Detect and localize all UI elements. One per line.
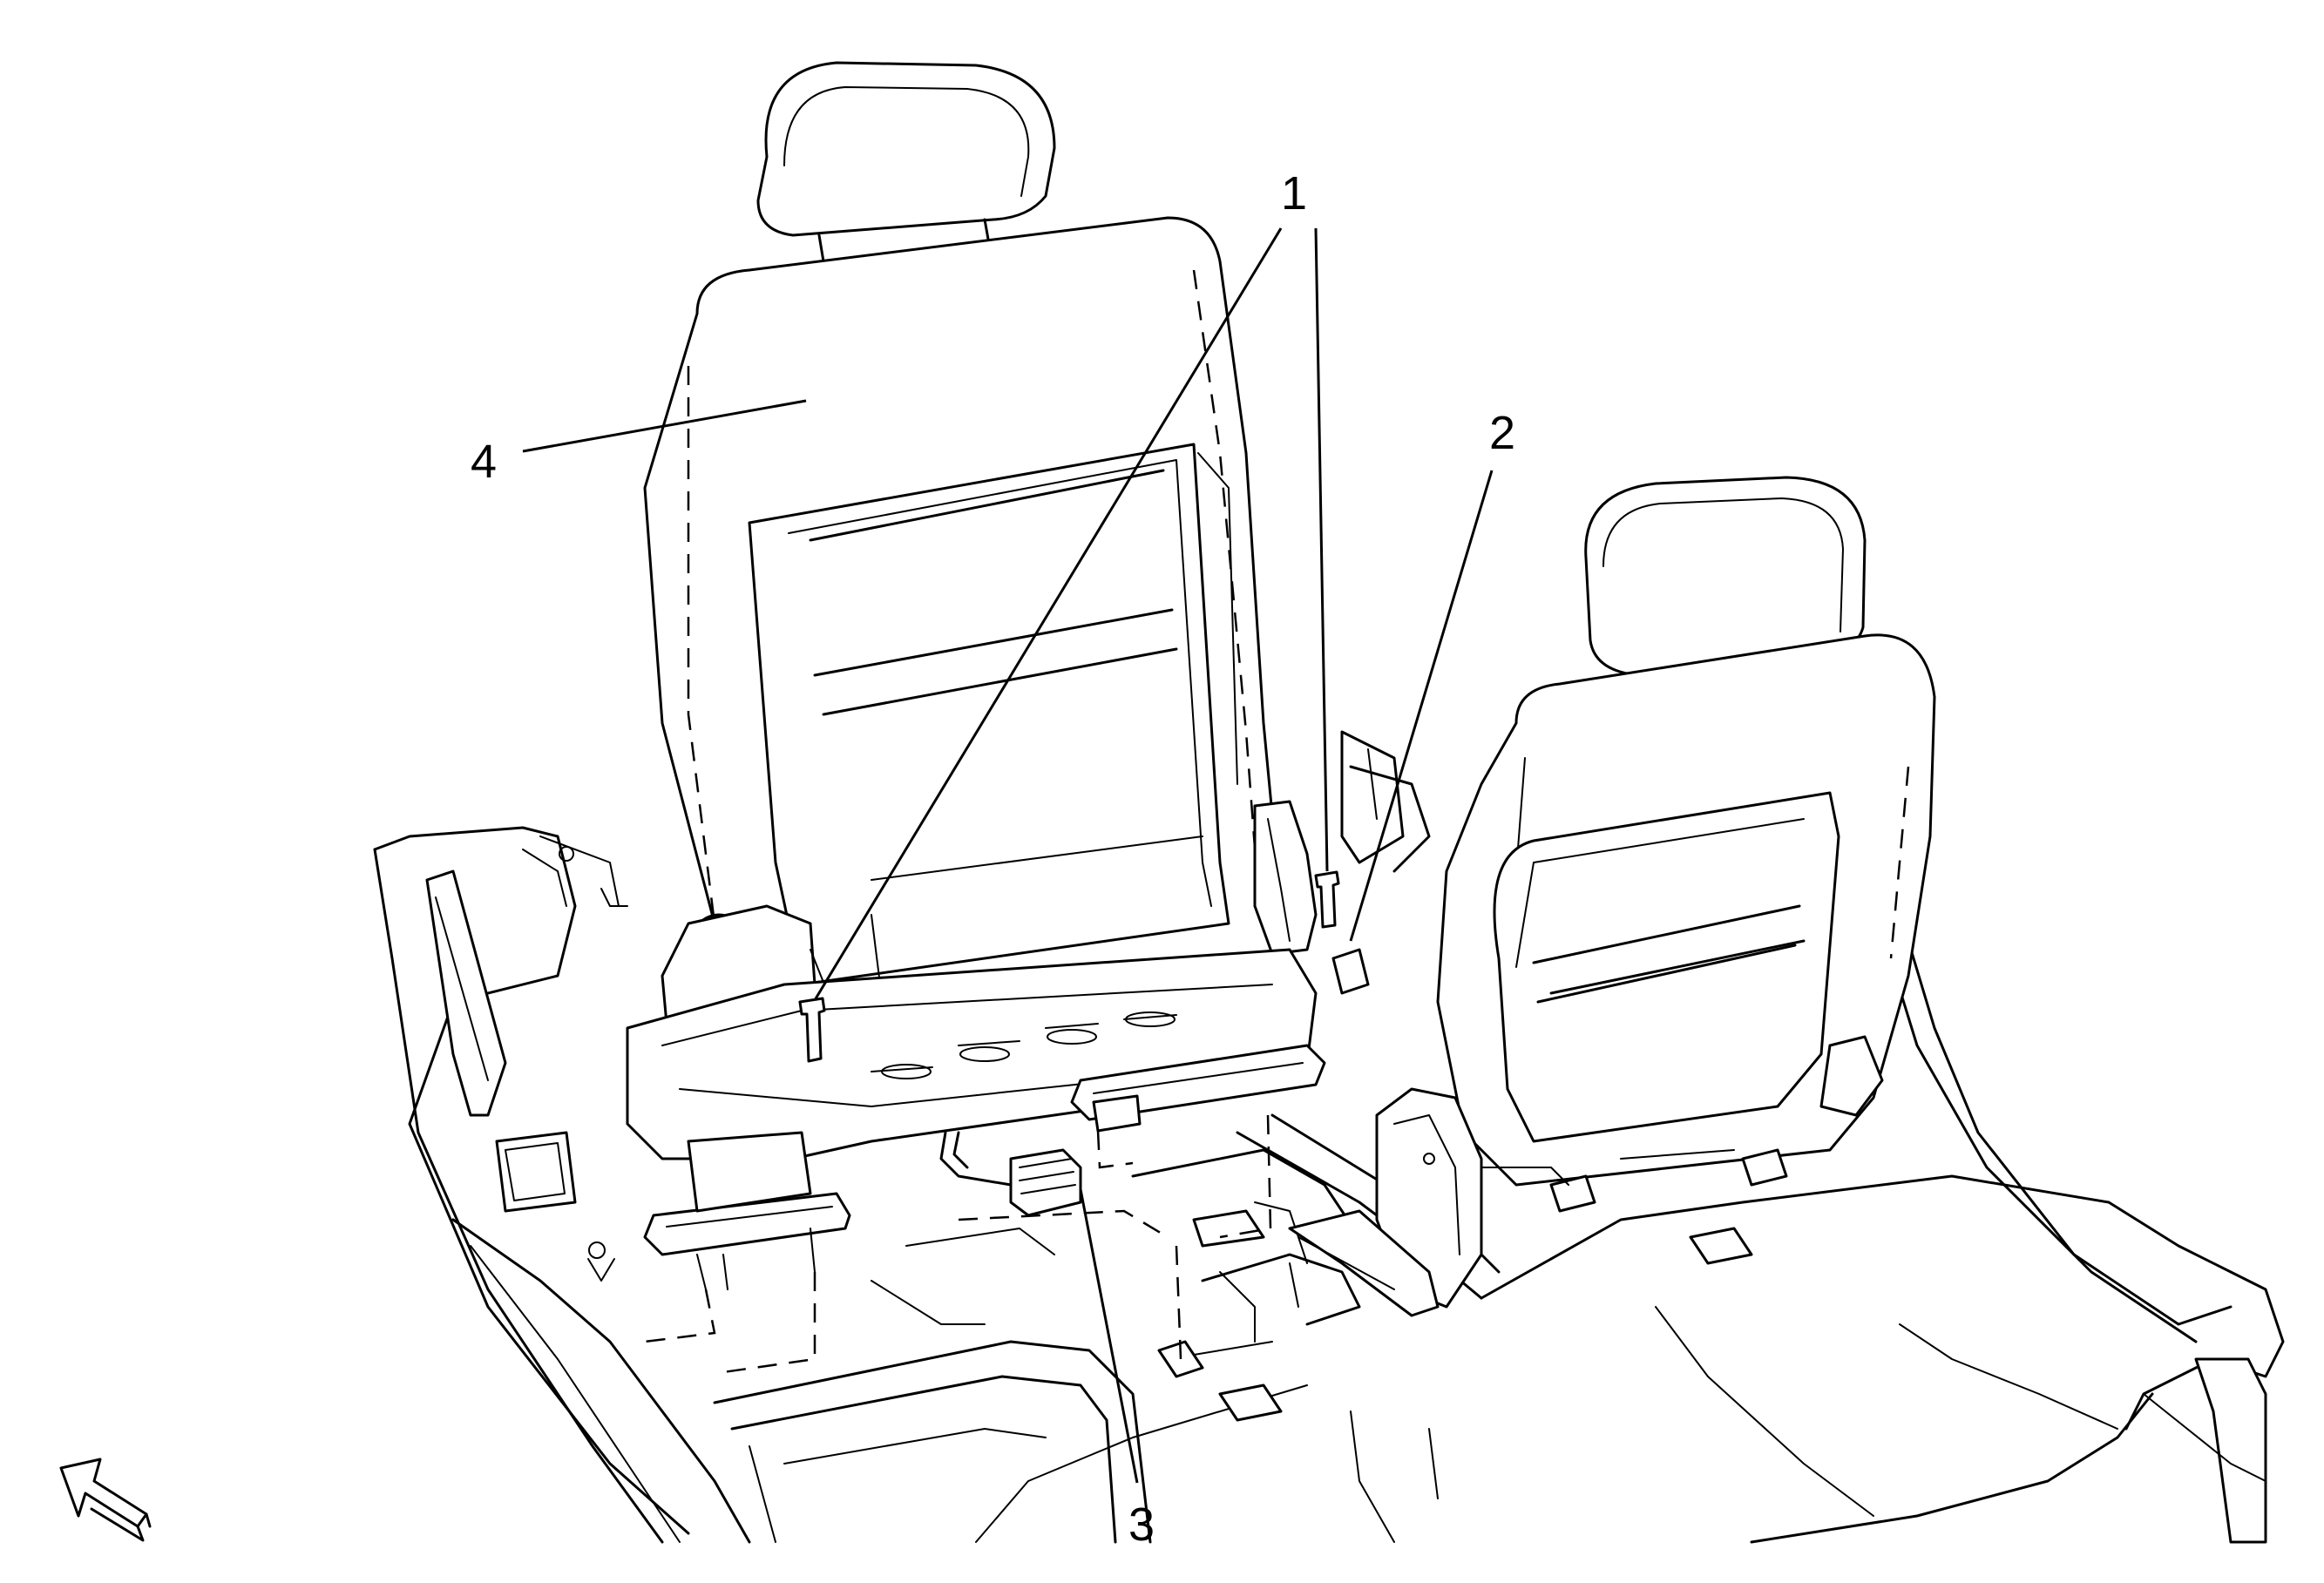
seat-assembly-right (1288, 476, 1936, 1317)
leader-line-2 (1349, 470, 1494, 942)
callouts: 1 2 3 4 (471, 167, 1515, 1551)
leader-line-1b (1314, 227, 1329, 872)
view-direction-arrow-icon (59, 1458, 152, 1542)
callout-1: 1 (1281, 167, 1307, 220)
leader-line-1a (813, 227, 1283, 1001)
leader-lines (522, 227, 1494, 1484)
leader-line-3 (1079, 1188, 1139, 1484)
callout-4: 4 (471, 436, 497, 488)
leader-line-4 (522, 399, 807, 453)
seat-assembly-left (587, 61, 1340, 1374)
callout-2: 2 (1489, 407, 1515, 459)
callout-3: 3 (1128, 1498, 1155, 1551)
